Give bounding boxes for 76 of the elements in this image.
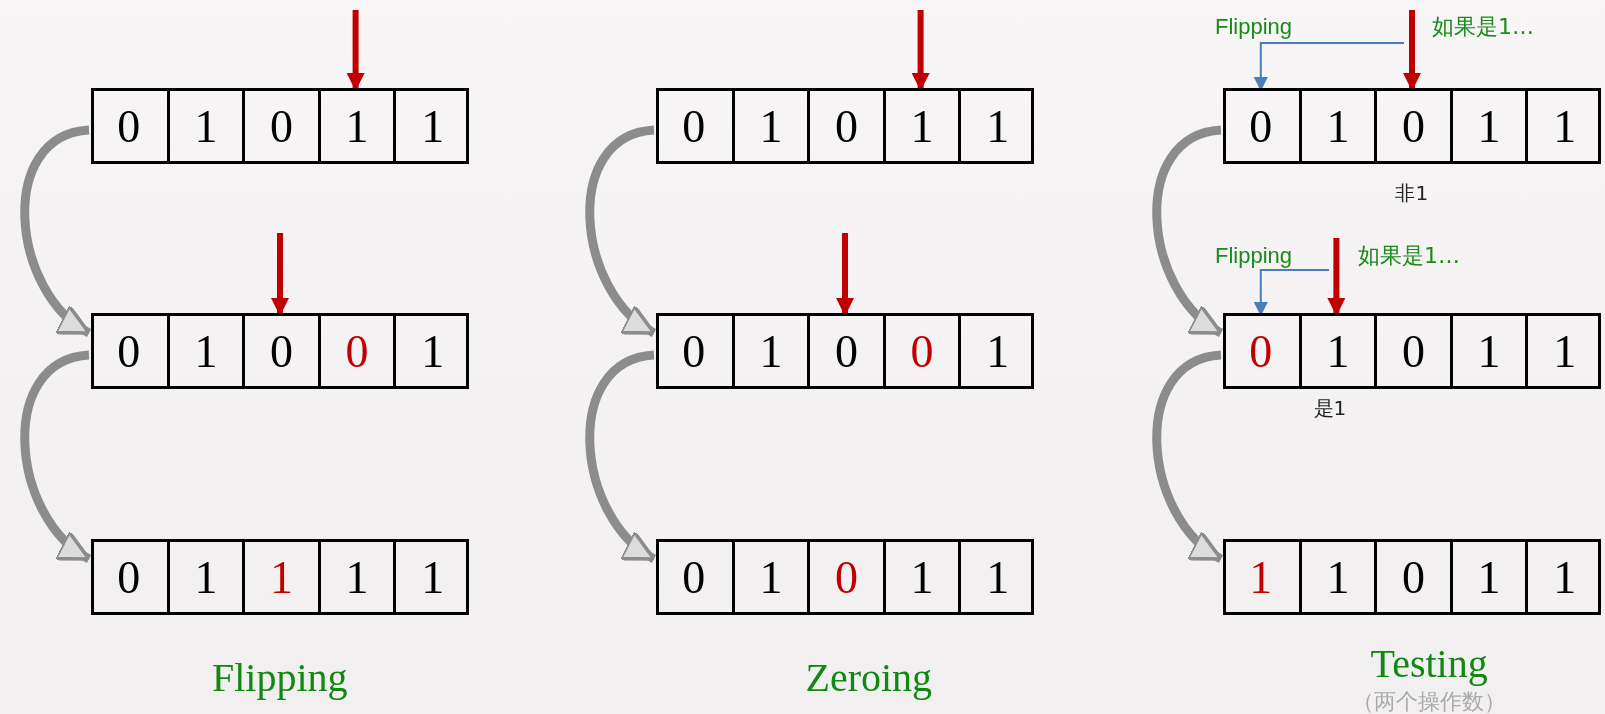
bit-cell: 1 [317, 542, 394, 612]
bit-cell: 1 [1298, 316, 1375, 386]
bit-cell: 0 [1374, 91, 1450, 161]
bit-cell: 1 [731, 91, 808, 161]
bit-cell: 0 [1223, 316, 1299, 386]
bit-cell: 0 [807, 91, 883, 161]
annotation-text: Flipping [1215, 16, 1293, 38]
bit-array [1223, 539, 1601, 615]
bit-cell: 1 [166, 542, 243, 612]
bit-cell: 0 [91, 542, 167, 612]
annotation-text: Flipping [1215, 245, 1293, 267]
bit-cell: 1 [166, 91, 243, 161]
bit-cell: 1 [166, 316, 243, 386]
curved-arrow [20, 125, 92, 337]
bit-cell: 0 [656, 91, 732, 161]
column-title: Flipping [212, 658, 348, 698]
bit-cell: 0 [882, 316, 959, 386]
curved-arrow [1152, 125, 1224, 337]
bit-cell: 0 [91, 316, 167, 386]
bit-cell: 1 [1449, 91, 1526, 161]
pointer-arrow [1327, 238, 1346, 316]
bit-cell: 1 [1525, 316, 1601, 386]
bit-cell: 0 [1374, 542, 1450, 612]
bit-cell: 0 [317, 316, 394, 386]
pointer-arrow [346, 10, 365, 91]
bit-cell: 1 [1525, 542, 1601, 612]
curved-arrow [585, 125, 657, 337]
curved-arrow [585, 350, 657, 563]
bit-cell: 1 [1449, 542, 1526, 612]
bit-cell: 1 [1223, 542, 1299, 612]
subtitle-text: （两个操作数） [1352, 691, 1506, 713]
bit-cell: 1 [242, 542, 318, 612]
bit-cell: 0 [242, 316, 318, 386]
bit-cell: 1 [393, 542, 469, 612]
caption-text: 非1 [1395, 183, 1429, 203]
bit-cell: 0 [656, 542, 732, 612]
bit-cell: 1 [731, 316, 808, 386]
bit-cell: 1 [1525, 91, 1601, 161]
bit-cell: 1 [1298, 542, 1375, 612]
annotation-text: 如果是1… [1358, 245, 1460, 267]
bit-cell: 1 [958, 91, 1034, 161]
bit-array [656, 313, 1034, 389]
caption-text: 是1 [1313, 398, 1347, 418]
column-title: Testing [1370, 644, 1488, 684]
column-title: Zeroing [805, 658, 933, 698]
bit-cell: 0 [656, 316, 732, 386]
bit-cell: 0 [1223, 91, 1299, 161]
bit-cell: 1 [958, 316, 1034, 386]
bit-cell: 1 [317, 91, 394, 161]
bit-cell: 1 [731, 542, 808, 612]
annotation-text: 如果是1… [1432, 16, 1534, 38]
bit-cell: 1 [1298, 91, 1375, 161]
bit-cell: 1 [882, 91, 959, 161]
bit-cell: 0 [242, 91, 318, 161]
pointer-arrow [1403, 10, 1421, 91]
bit-array [91, 88, 469, 164]
bit-array [656, 88, 1034, 164]
curved-arrow [20, 350, 92, 563]
bit-array [91, 539, 469, 615]
bit-array [656, 539, 1034, 615]
curved-arrow [1152, 350, 1224, 563]
bit-cell: 1 [958, 542, 1034, 612]
pointer-arrow [836, 233, 854, 316]
bit-cell: 1 [882, 542, 959, 612]
bit-cell: 1 [393, 91, 469, 161]
pointer-arrow [271, 233, 289, 316]
bit-cell: 0 [807, 542, 883, 612]
bit-array [91, 313, 469, 389]
pointer-arrow [911, 10, 930, 91]
bit-cell: 0 [1374, 316, 1450, 386]
bit-array [1223, 313, 1601, 389]
bit-cell: 1 [1449, 316, 1526, 386]
bit-cell: 1 [393, 316, 469, 386]
bit-cell: 0 [91, 91, 167, 161]
bit-cell: 0 [807, 316, 883, 386]
bit-array [1223, 88, 1601, 164]
